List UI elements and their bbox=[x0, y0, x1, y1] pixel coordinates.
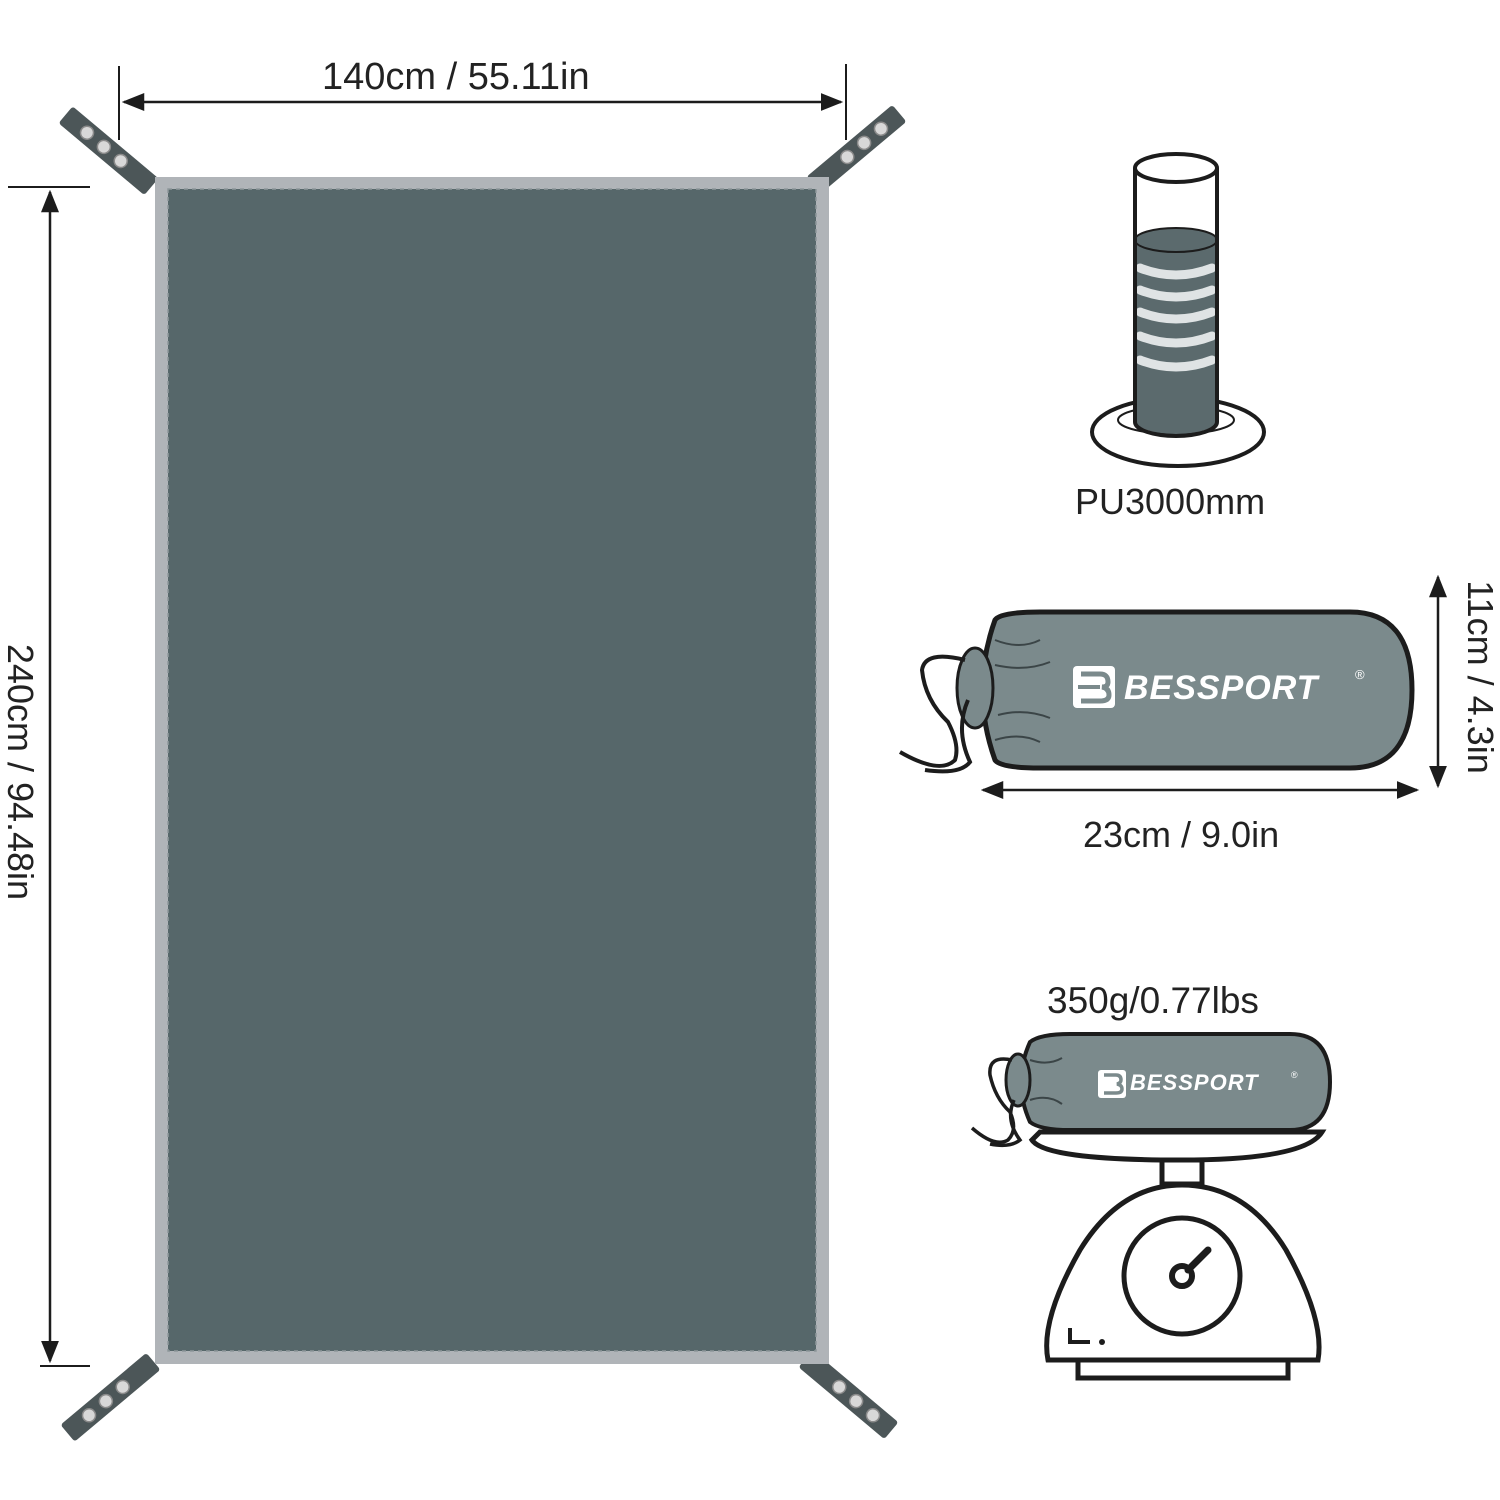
kitchen-scale-icon bbox=[970, 1032, 1333, 1381]
registered-mark-small: ® bbox=[1291, 1070, 1298, 1080]
stuff-sack-icon bbox=[899, 574, 1447, 799]
width-label: 140cm / 55.11in bbox=[322, 56, 590, 98]
brand-name: BESSPORT bbox=[1124, 669, 1319, 707]
packed-width-label: 23cm / 9.0in bbox=[1083, 814, 1280, 855]
tarp-sheet bbox=[155, 177, 829, 1364]
brand-logo-icon bbox=[1098, 1070, 1126, 1098]
packed-height-label: 11cm / 4.3in bbox=[1460, 580, 1500, 774]
water-column-icon bbox=[1090, 152, 1266, 468]
waterproof-rating-label: PU3000mm bbox=[1075, 481, 1266, 522]
registered-mark: ® bbox=[1355, 667, 1365, 682]
brand-logo-icon bbox=[1073, 666, 1115, 708]
height-label: 240cm / 94.48in bbox=[0, 643, 41, 901]
height-dimension bbox=[8, 186, 90, 1367]
weight-label: 350g/0.77lbs bbox=[1047, 980, 1259, 1021]
strap-icon bbox=[59, 106, 906, 1441]
width-dimension bbox=[118, 64, 847, 140]
brand-name-small: BESSPORT bbox=[1130, 1070, 1259, 1095]
